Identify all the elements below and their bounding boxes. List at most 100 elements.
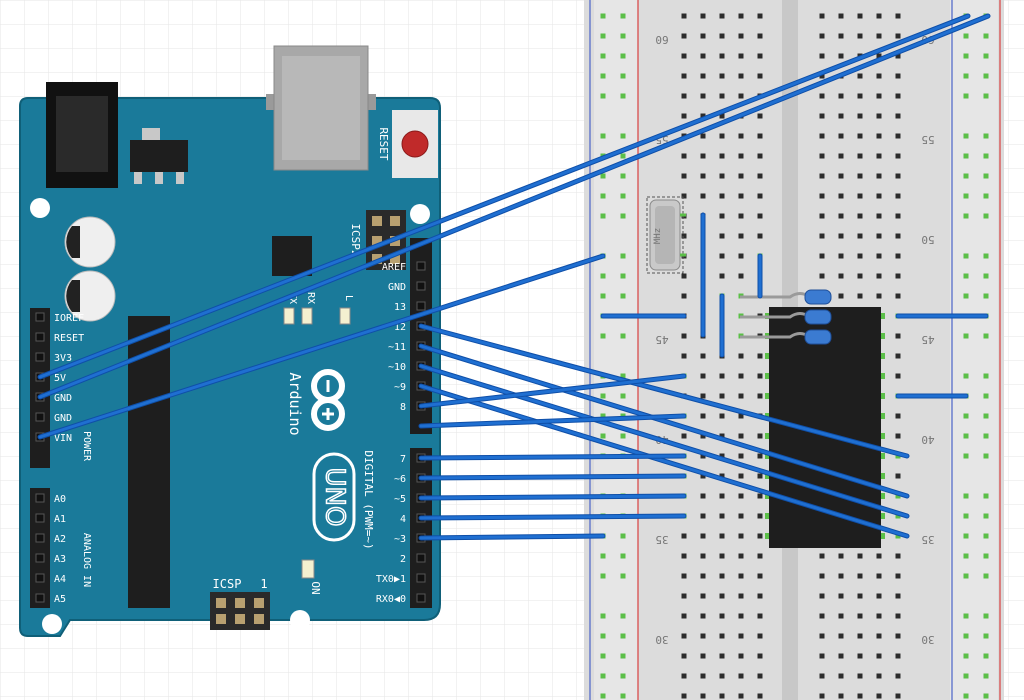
rail-hole — [600, 273, 606, 279]
rail-hole — [620, 173, 626, 179]
rail-hole — [600, 553, 606, 559]
breadboard-hole — [819, 153, 825, 159]
breadboard-hole — [819, 53, 825, 59]
breadboard-hole — [757, 73, 763, 79]
digital-pin[interactable] — [416, 281, 426, 291]
rail-hole — [983, 373, 989, 379]
breadboard-hole — [700, 53, 706, 59]
icsp-pin1-label: 1 — [260, 577, 267, 591]
breadboard-hole — [757, 133, 763, 139]
power-pin[interactable] — [35, 312, 45, 322]
breadboard-hole — [719, 213, 725, 219]
breadboard-hole — [738, 613, 744, 619]
analog-pin[interactable] — [35, 593, 45, 603]
breadboard-hole — [681, 613, 687, 619]
breadboard-hole — [700, 13, 706, 19]
breadboard-hole — [838, 133, 844, 139]
power-pin[interactable] — [35, 332, 45, 342]
breadboard-hole — [895, 613, 901, 619]
row-number-label: 60 — [655, 33, 668, 46]
mounting-hole — [290, 610, 310, 630]
chip-pin — [879, 313, 885, 319]
breadboard-hole — [681, 33, 687, 39]
rail-hole — [983, 73, 989, 79]
breadboard-hole — [895, 493, 901, 499]
digital-pin[interactable] — [416, 553, 426, 563]
power-pin-label: GND — [54, 413, 72, 424]
breadboard-hole — [857, 213, 863, 219]
breadboard-hole — [719, 613, 725, 619]
breadboard-hole — [857, 593, 863, 599]
breadboard-hole — [895, 33, 901, 39]
digital-pin[interactable] — [416, 593, 426, 603]
breadboard-hole — [738, 633, 744, 639]
power-pin[interactable] — [35, 412, 45, 422]
digital-pin[interactable] — [416, 261, 426, 271]
breadboard-hole — [681, 193, 687, 199]
breadboard-hole — [700, 513, 706, 519]
breadboard-hole — [857, 113, 863, 119]
breadboard-hole — [895, 253, 901, 259]
breadboard-hole — [738, 553, 744, 559]
breadboard-hole — [700, 633, 706, 639]
breadboard-hole — [681, 93, 687, 99]
ic-chip — [769, 307, 881, 548]
row-number-label: 45 — [921, 333, 934, 346]
reset-button[interactable] — [392, 110, 438, 178]
breadboard-hole — [838, 593, 844, 599]
analog-pin-label: A5 — [54, 594, 66, 605]
rail-hole — [963, 173, 969, 179]
analog-pin[interactable] — [35, 533, 45, 543]
rail-hole — [600, 413, 606, 419]
breadboard-hole — [719, 453, 725, 459]
analog-pin[interactable] — [35, 553, 45, 563]
power-pin-label: IOREF — [54, 313, 84, 324]
breadboard-hole — [895, 133, 901, 139]
arduino-logo — [311, 369, 345, 431]
breadboard-hole — [700, 353, 706, 359]
analog-pin[interactable] — [35, 573, 45, 583]
digital-pin[interactable] — [416, 301, 426, 311]
rail-hole — [983, 573, 989, 579]
arduino-uno-board: RESET ICSP2 — [19, 45, 441, 637]
breadboard-hole — [757, 13, 763, 19]
digital-pin-label: 13 — [394, 302, 406, 313]
breadboard-hole — [738, 13, 744, 19]
digital-pin-label: ~10 — [388, 362, 406, 373]
breadboard-hole — [857, 253, 863, 259]
mounting-hole — [30, 198, 50, 218]
chip-pin — [879, 433, 885, 439]
rail-hole — [963, 413, 969, 419]
rail-hole — [963, 653, 969, 659]
breadboard-hole — [819, 233, 825, 239]
breadboard-hole — [700, 413, 706, 419]
breadboard-hole — [838, 613, 844, 619]
analog-pin[interactable] — [35, 513, 45, 523]
digital-pin[interactable] — [416, 573, 426, 583]
breadboard-hole — [757, 193, 763, 199]
breadboard-hole — [700, 133, 706, 139]
digital-pin-label: 8 — [400, 402, 406, 413]
chip-pin — [765, 353, 771, 359]
breadboard-hole — [757, 493, 763, 499]
led-l-label: L — [343, 295, 354, 301]
breadboard-hole — [857, 693, 863, 699]
rail-hole — [963, 633, 969, 639]
breadboard-hole — [681, 333, 687, 339]
row-number-label: 35 — [921, 533, 934, 546]
breadboard-hole — [895, 693, 901, 699]
row-number-label: 30 — [655, 633, 668, 646]
breadboard-hole — [857, 153, 863, 159]
breadboard-hole — [895, 53, 901, 59]
chip-pin — [879, 373, 885, 379]
breadboard-hole — [700, 453, 706, 459]
analog-pin[interactable] — [35, 493, 45, 503]
analog-pin-label: A2 — [54, 534, 66, 545]
breadboard-hole — [719, 413, 725, 419]
wire-6 — [419, 364, 909, 518]
breadboard-hole — [857, 93, 863, 99]
power-pin[interactable] — [35, 352, 45, 362]
rail-hole — [600, 93, 606, 99]
breadboard-hole — [838, 573, 844, 579]
breadboard-hole — [738, 393, 744, 399]
